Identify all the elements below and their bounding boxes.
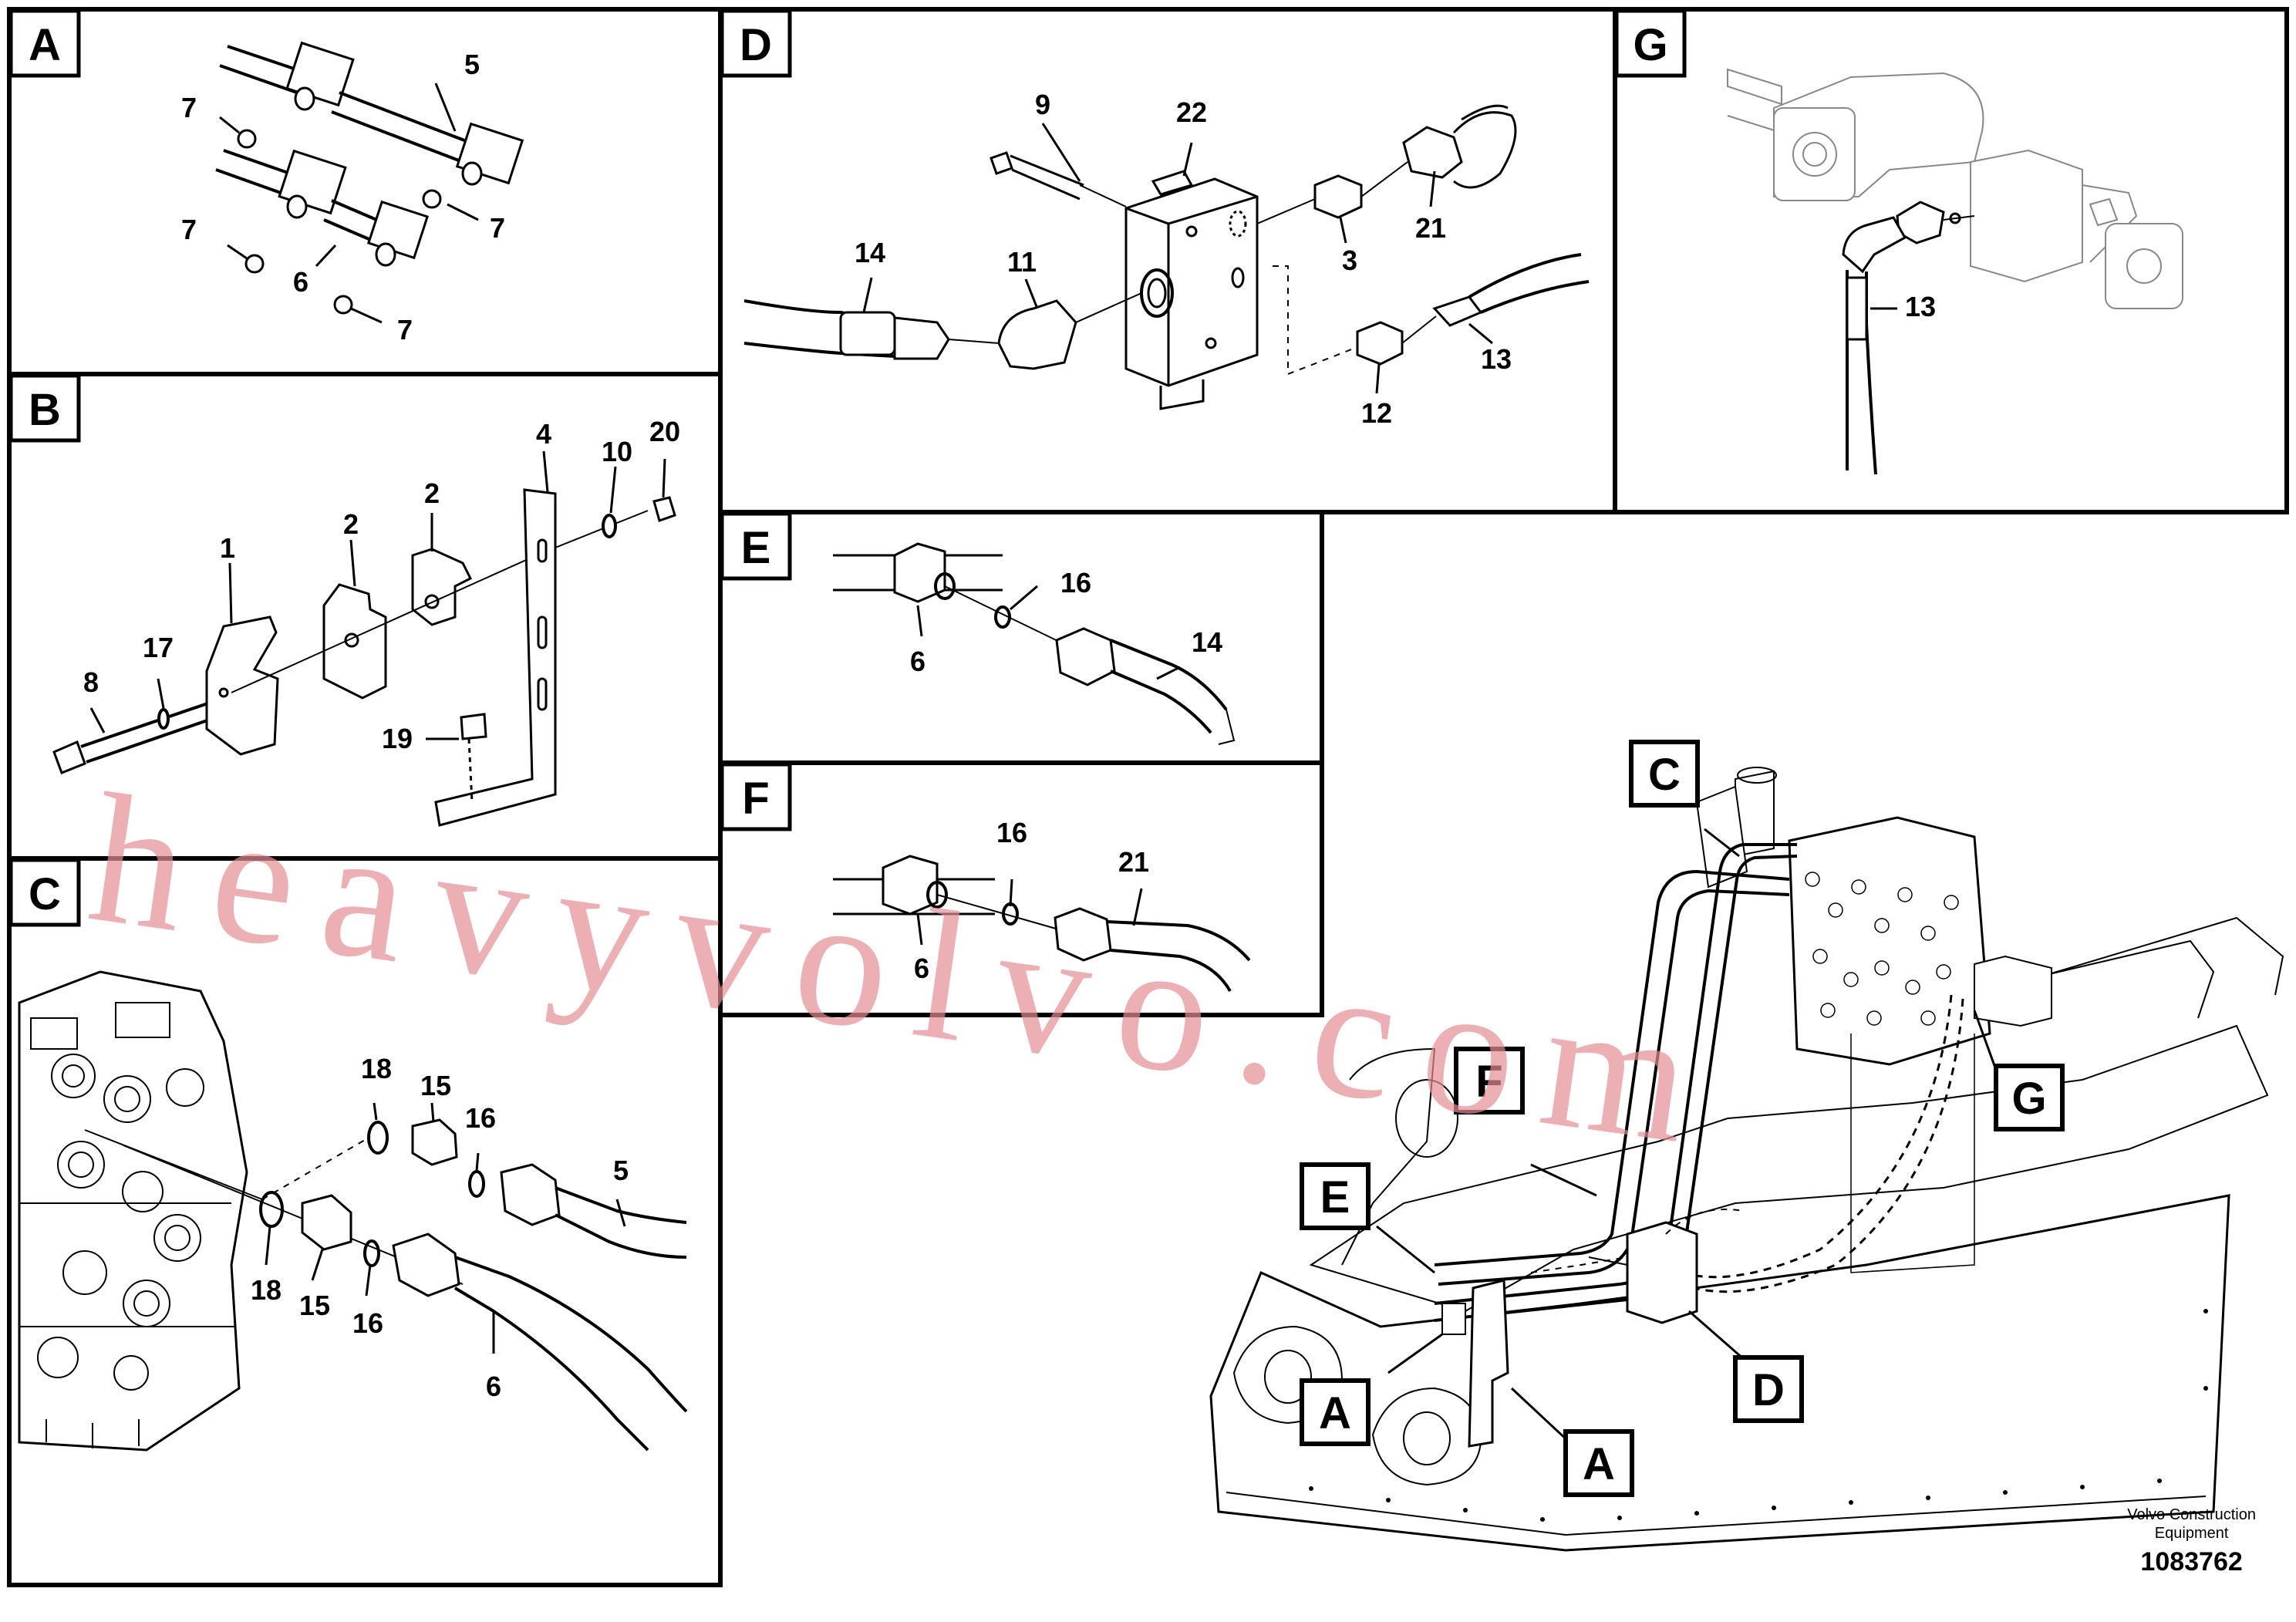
overview-label-a-right: A: [1563, 1429, 1634, 1497]
overview-label-a-left: A: [1300, 1378, 1371, 1446]
svg-text:5: 5: [464, 49, 480, 80]
svg-text:C: C: [1648, 750, 1681, 800]
svg-text:E: E: [1320, 1172, 1350, 1222]
overview-label-g: G: [1994, 1064, 2065, 1131]
panel-d-drawing: [743, 104, 1590, 410]
panel-c-frame: [7, 856, 723, 1587]
panel-c-drawing: [18, 970, 688, 1452]
overview-label-c: C: [1629, 740, 1700, 808]
svg-text:11: 11: [1007, 246, 1037, 278]
company-name-line2: Equipment: [2154, 1525, 2229, 1542]
svg-text:7: 7: [181, 92, 197, 123]
panel-g-callouts: 13: [1905, 291, 1936, 322]
svg-text:E: E: [741, 523, 771, 573]
panel-label-g: G: [1614, 8, 1687, 78]
drawing-number: 1083762: [2140, 1547, 2243, 1576]
panel-labels: A B C D G E F: [8, 8, 1687, 927]
svg-text:15: 15: [299, 1290, 330, 1321]
panel-e-drawing: [833, 542, 1236, 745]
svg-text:7: 7: [397, 314, 413, 346]
svg-text:G: G: [2011, 1074, 2046, 1124]
svg-text:16: 16: [1060, 567, 1091, 599]
svg-text:14: 14: [1192, 626, 1222, 658]
panel-label-e: E: [720, 511, 792, 581]
svg-text:12: 12: [1361, 397, 1392, 429]
panel-g-drawing: [1727, 68, 2183, 475]
svg-text:20: 20: [649, 416, 680, 447]
svg-text:6: 6: [914, 953, 929, 984]
svg-text:7: 7: [181, 214, 197, 245]
overview-label-e: E: [1300, 1162, 1371, 1230]
svg-text:21: 21: [1415, 212, 1446, 244]
svg-text:2: 2: [424, 477, 440, 509]
svg-text:16: 16: [996, 817, 1027, 848]
panel-e-callouts: 6 16 14: [910, 567, 1222, 677]
svg-text:D: D: [1752, 1365, 1785, 1415]
panel-a-callouts: 5 7 7 7 6 7: [181, 49, 505, 346]
panel-e-frame: [718, 510, 1324, 765]
svg-text:10: 10: [602, 436, 632, 467]
svg-text:A: A: [29, 20, 61, 70]
svg-text:C: C: [29, 869, 61, 919]
panel-b-callouts: 8 17 1 2 2 4 10 20 19: [83, 416, 680, 754]
svg-text:16: 16: [465, 1102, 496, 1134]
svg-text:D: D: [740, 20, 772, 70]
overview-label-f: F: [1454, 1047, 1525, 1114]
company-name-line1: Volvo Construction: [2127, 1506, 2256, 1523]
svg-text:6: 6: [293, 266, 308, 298]
svg-text:15: 15: [420, 1070, 451, 1101]
svg-text:A: A: [1583, 1439, 1615, 1489]
svg-text:16: 16: [352, 1307, 383, 1339]
panel-d-callouts: 9 22 14 11 3 21 12 13: [855, 89, 1512, 429]
svg-text:17: 17: [143, 632, 174, 663]
svg-text:6: 6: [910, 646, 925, 677]
panel-f-drawing: [833, 855, 1251, 992]
svg-text:3: 3: [1342, 244, 1357, 276]
svg-text:13: 13: [1905, 291, 1936, 322]
svg-text:2: 2: [343, 508, 359, 540]
svg-text:9: 9: [1035, 89, 1050, 120]
svg-text:5: 5: [613, 1155, 629, 1186]
svg-text:7: 7: [490, 212, 505, 244]
svg-text:22: 22: [1176, 96, 1207, 128]
panel-c-callouts: 18 15 16 5 18 15 16 6: [251, 1053, 629, 1402]
overview-label-d: D: [1733, 1355, 1804, 1423]
panel-label-c: C: [8, 858, 81, 927]
svg-text:19: 19: [382, 723, 413, 754]
panel-g-frame: [1613, 7, 2289, 514]
panel-label-d: D: [720, 8, 792, 78]
panel-a-frame: [7, 7, 723, 376]
svg-text:F: F: [742, 774, 769, 824]
panel-a-drawing: [215, 41, 524, 324]
svg-text:F: F: [1475, 1057, 1502, 1107]
watermark-text: heavyvolvo.com: [79, 754, 1731, 1185]
svg-text:A: A: [1319, 1388, 1351, 1438]
svg-text:14: 14: [855, 237, 885, 268]
panel-b-drawing: [52, 450, 676, 827]
svg-text:4: 4: [536, 418, 551, 450]
overview-drawing: [1209, 767, 2284, 1552]
panel-label-f: F: [720, 762, 792, 831]
panel-f-callouts: 6 16 21: [914, 817, 1149, 984]
svg-text:13: 13: [1481, 343, 1512, 375]
svg-text:18: 18: [361, 1053, 392, 1084]
overview-callouts: C F E G A A D: [1300, 740, 2065, 1497]
svg-text:G: G: [1633, 20, 1667, 70]
svg-text:6: 6: [486, 1371, 501, 1402]
panel-label-b: B: [8, 373, 81, 443]
svg-text:21: 21: [1118, 846, 1149, 878]
svg-text:1: 1: [220, 532, 235, 564]
svg-text:B: B: [29, 385, 61, 435]
svg-text:18: 18: [251, 1274, 282, 1306]
panel-f-frame: [718, 760, 1324, 1017]
panel-label-a: A: [8, 8, 81, 78]
svg-text:8: 8: [83, 666, 99, 698]
credit-block: Volvo Construction Equipment 1083762: [2127, 1506, 2256, 1577]
